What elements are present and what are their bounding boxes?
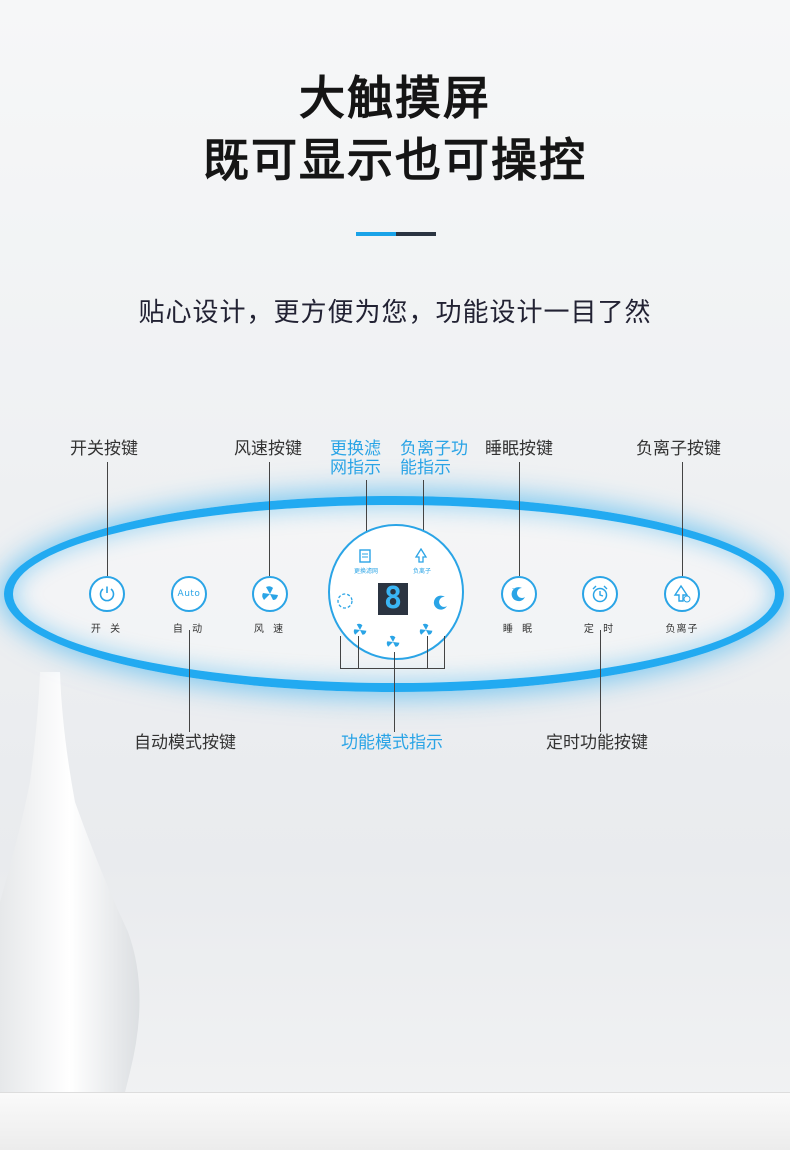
leader-line (189, 630, 190, 732)
callout-timer-key: 定时功能按键 (546, 733, 648, 753)
auto-button[interactable]: Auto (171, 576, 207, 612)
callout-power-key: 开关按键 (70, 439, 138, 459)
auto-label: 自 动 (172, 624, 206, 635)
shelf (0, 1092, 790, 1150)
svg-text:z: z (512, 587, 515, 594)
callout-speed-key: 风速按键 (234, 439, 302, 459)
fan-high-icon (418, 622, 434, 642)
speed-button[interactable] (252, 576, 288, 612)
fan-low-icon (352, 622, 368, 642)
auto-indicator-icon (336, 592, 354, 614)
anion-indicator-label: 负离子 (412, 568, 431, 575)
filter-indicator-label: 更换滤网 (353, 568, 378, 575)
speed-label: 风 速 (253, 624, 287, 635)
leader-line (423, 480, 424, 546)
bracket-line (340, 636, 341, 669)
callout-filter-indicator: 更换滤 网指示 (330, 439, 381, 478)
callout-function-mode-indicator: 功能模式指示 (341, 733, 443, 753)
bracket-line (444, 636, 445, 669)
fan-mid-icon (385, 634, 401, 654)
timer-label: 定 时 (583, 624, 617, 635)
divider (356, 232, 436, 236)
leader-line (366, 480, 367, 546)
digit-display: 8 (378, 583, 408, 615)
sleep-button[interactable]: z (501, 576, 537, 612)
sleep-label: 睡 眠 (502, 624, 536, 635)
callout-anion-key: 负离子按键 (636, 439, 721, 459)
leader-line (269, 462, 270, 576)
fan-icon (262, 586, 278, 600)
moon-icon (432, 594, 450, 616)
alarm-clock-icon (592, 585, 608, 603)
headline-line1: 大触摸屏 (299, 71, 491, 125)
power-icon (99, 586, 115, 602)
timer-button[interactable] (582, 576, 618, 612)
anion-label: 负离子 (665, 624, 699, 635)
leader-line (107, 462, 108, 576)
sleep-moon-icon: z (511, 587, 525, 602)
callout-auto-mode-key: 自动模式按键 (134, 733, 236, 753)
headline-line2: 既可显示也可操控 (203, 133, 587, 187)
leader-line (682, 462, 683, 576)
bracket-line (427, 636, 428, 669)
leader-line (600, 630, 601, 732)
bracket-line (340, 668, 445, 669)
tree-icon (413, 547, 429, 568)
bracket-line (358, 636, 359, 669)
leader-line (394, 652, 395, 732)
power-label: 开 关 (90, 624, 124, 635)
anion-tree-icon (673, 584, 691, 603)
power-button[interactable] (89, 576, 125, 612)
leader-line (519, 462, 520, 576)
callout-anion-indicator: 负离子功 能指示 (400, 439, 468, 478)
callout-sleep-key: 睡眠按键 (485, 439, 553, 459)
anion-button[interactable] (664, 576, 700, 612)
filter-icon (357, 548, 373, 568)
subtitle: 贴心设计，更方便为您，功能设计一目了然 (138, 298, 652, 328)
vase-image (0, 672, 140, 1142)
